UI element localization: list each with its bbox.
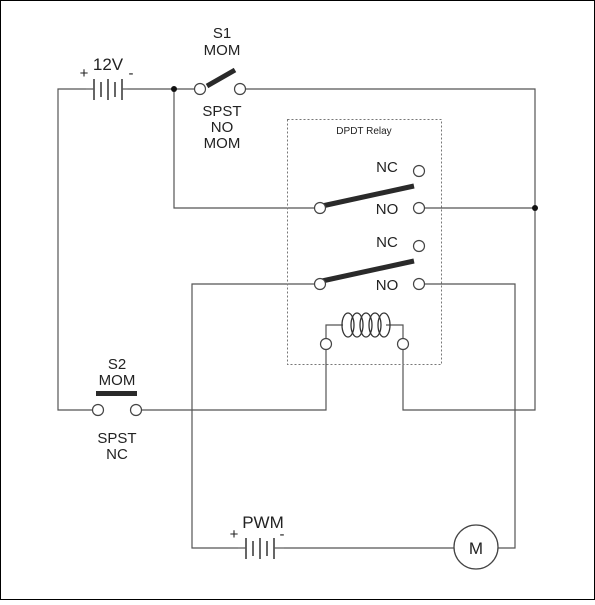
- relay-pole1-blade: [321, 183, 415, 209]
- s1-blade: [205, 67, 237, 89]
- s2-desc-1: SPST: [97, 430, 136, 447]
- relay-pole2-common-terminal: [313, 277, 327, 291]
- relay-coil-loop-4: [368, 312, 382, 338]
- relay-coil-terminal-left: [319, 337, 333, 351]
- relay-pole1-no-terminal: [412, 201, 426, 215]
- s2-terminal-right: [129, 403, 143, 417]
- switch-s1: S1 MOM SPST NO MOM: [193, 25, 247, 152]
- wire-s1-to-right-rail: [246, 88, 536, 208]
- relay-pole2-no-terminal: [412, 277, 426, 291]
- relay-pole1-nc-label: NC: [376, 159, 398, 176]
- wire-motor-to-pole2-no: [425, 283, 516, 549]
- wire-left-rail: [57, 88, 92, 411]
- s2-type-top: MOM: [99, 372, 136, 389]
- s1-terminal-right: [233, 82, 247, 96]
- relay-pole2-blade: [321, 258, 415, 284]
- wire-s2-to-coil: [142, 350, 327, 411]
- relay-coil-terminal-right: [396, 337, 410, 351]
- wire-pole2-to-pwm: [191, 283, 314, 549]
- dpdt-relay: DPDT Relay NC NO NC NO: [287, 119, 442, 365]
- wire-junction-to-pole1: [173, 89, 314, 209]
- motor: M: [453, 524, 499, 570]
- wire-coil-lead-left: [325, 324, 343, 338]
- relay-title: DPDT Relay: [336, 126, 391, 137]
- relay-coil-icon: [341, 312, 391, 338]
- motor-label: M: [469, 539, 483, 558]
- motor-icon: [453, 524, 499, 570]
- wire-right-rail: [402, 208, 536, 411]
- battery-pwm-plus: +: [230, 526, 239, 543]
- relay-pole2-no-label: NO: [376, 277, 399, 294]
- battery-pwm-minus: -: [280, 526, 285, 543]
- relay-coil-loop-2: [350, 312, 364, 338]
- battery-pwm: PWM + -: [230, 513, 285, 559]
- s1-type-top: MOM: [204, 42, 241, 59]
- s1-desc-2: NO: [211, 119, 234, 136]
- battery-pwm-label: PWM: [242, 513, 284, 532]
- relay-pole1-no-label: NO: [376, 201, 399, 218]
- relay-pole1-nc-terminal: [412, 164, 426, 178]
- battery-12v: 12V + -: [80, 55, 134, 100]
- relay-pole2-nc-label: NC: [376, 234, 398, 251]
- s1-name: S1: [213, 25, 231, 42]
- s2-bar: [96, 391, 137, 396]
- relay-box: [287, 119, 442, 365]
- switch-s2: S2 MOM SPST NC: [91, 356, 143, 463]
- s2-desc-2: NC: [106, 446, 128, 463]
- s2-name: S2: [108, 356, 126, 373]
- junction-dot-top: [171, 86, 177, 92]
- s1-desc-1: SPST: [202, 103, 241, 120]
- junction-dot-right: [532, 205, 538, 211]
- relay-pole1-common-terminal: [313, 201, 327, 215]
- relay-coil-loop-5: [377, 312, 391, 338]
- s1-terminal-left: [193, 82, 207, 96]
- battery-12v-label: 12V: [93, 55, 124, 74]
- battery-12v-minus: -: [129, 65, 134, 82]
- relay-pole2-nc-terminal: [412, 239, 426, 253]
- relay-coil-loop-1: [341, 312, 355, 338]
- s1-desc-3: MOM: [204, 135, 241, 152]
- wire-coil-lead-right: [386, 324, 404, 338]
- relay-coil-loop-3: [359, 312, 373, 338]
- wires: [57, 88, 536, 549]
- battery-12v-plus: +: [80, 65, 89, 82]
- s2-terminal-left: [91, 403, 105, 417]
